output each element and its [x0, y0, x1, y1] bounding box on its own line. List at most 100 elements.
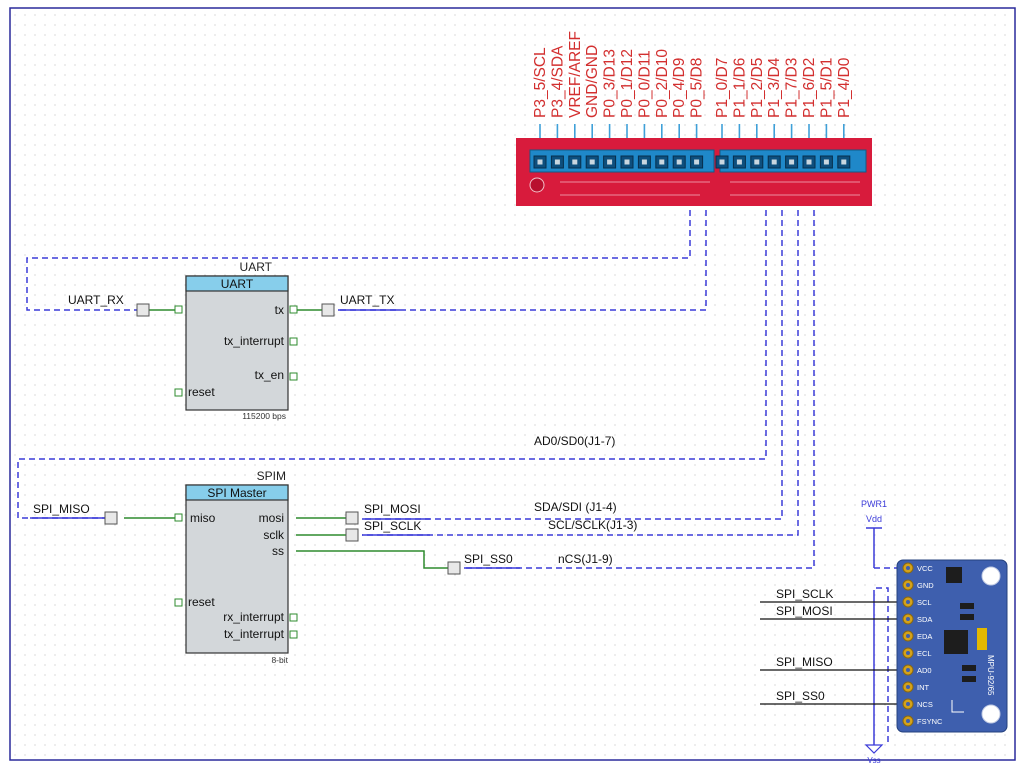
net-label-scl: SCL/SCLK(J1-3): [548, 518, 637, 532]
pin-socket-hole: [554, 159, 560, 165]
net-label-ncs: nCS(J1-9): [558, 552, 613, 566]
sensor-pin-label: GND: [917, 581, 934, 590]
sensor-pin-label: VCC: [917, 564, 933, 573]
sda-route: [362, 210, 783, 520]
spim-pin-sclk: sclk: [263, 528, 285, 542]
ncs-route: [464, 210, 815, 569]
pin-socket-hole: [771, 159, 777, 165]
spim-reset-terminal: [174, 598, 183, 607]
spim-header: [185, 484, 289, 501]
spim-miso-terminal: [174, 513, 183, 522]
sensor-pin-hole: [906, 719, 910, 723]
header-pin-label: GND/GND: [584, 45, 601, 118]
header-pin-label: P1_6/D2: [801, 58, 818, 118]
spim-component[interactable]: SPIM SPI Master miso mosi sclk ss reset …: [174, 469, 298, 665]
sensor-pin-hole: [906, 634, 910, 638]
pin-socket-hole: [694, 159, 700, 165]
uart-tx-route: [338, 210, 707, 311]
pin-socket-hole: [754, 159, 760, 165]
pin-socket-hole: [736, 159, 742, 165]
sensor-pin-hole: [906, 583, 910, 587]
mpu-sensor-module[interactable]: SPI_SCLK SPI_MOSI SPI_MISO SPI_SS0 VCC GND SC…: [760, 559, 1008, 733]
spim-tx-interrupt-terminal: [289, 630, 298, 639]
sensor-model-label: MPU-92/65: [986, 655, 995, 696]
sensor-pin-hole: [906, 668, 910, 672]
sensor-pin-hole: [906, 600, 910, 604]
sensor-axis-icon: [951, 700, 964, 713]
uart-tx-interrupt-terminal: [289, 337, 298, 346]
sensor-pin-label: AD0: [917, 666, 932, 675]
sensor-mount-hole-top: [981, 566, 1001, 586]
header-pin-label: P1_5/D1: [818, 58, 835, 118]
uart-reset-terminal: [174, 388, 183, 397]
spim-bit-width: 8-bit: [271, 655, 288, 665]
header-pin-label: P1_3/D4: [766, 57, 783, 118]
ground-icon: [864, 744, 884, 754]
sensor-wire-label: SPI_MOSI: [776, 604, 833, 618]
uart-component[interactable]: UART UART tx tx_interrupt tx_en reset 11…: [174, 260, 298, 421]
uart-tx-en-terminal: [289, 372, 298, 381]
header-pin-label: P1_7/D3: [784, 58, 801, 118]
sensor-mount-hole-bottom: [981, 704, 1001, 724]
sensor-regulator-icon: [977, 628, 987, 650]
uart-pin-reset: reset: [188, 385, 215, 399]
board-mount-hole: [529, 177, 545, 193]
uart-rx-port-label: UART_RX: [68, 293, 124, 307]
sensor-pin-hole: [906, 617, 910, 621]
port-connectors[interactable]: [104, 303, 461, 575]
gnd-sensor-route: [876, 587, 889, 745]
spim-pin-rx-interrupt: rx_interrupt: [223, 610, 284, 624]
power-ref-label: PWR1: [861, 499, 887, 509]
header-pin-label: VREF/AREF: [567, 31, 584, 118]
uart-baud-rate: 115200 bps: [242, 411, 286, 421]
header-pin-label: P0_3/D13: [602, 49, 619, 118]
sensor-pin-hole: [906, 685, 910, 689]
sensor-pin-hole: [906, 651, 910, 655]
header-pin-label: P0_1/D12: [619, 49, 636, 118]
net-label-ad0: AD0/SD0(J1-7): [534, 434, 615, 448]
vdd-label: Vdd: [866, 514, 882, 524]
pin-socket-hole: [572, 159, 578, 165]
net-label-sda: SDA/SDI (J1-4): [534, 500, 617, 514]
sensor-pin-label: FSYNC: [917, 717, 943, 726]
header-pin-label: P0_0/D11: [636, 50, 653, 118]
spi-sclk-port-label: SPI_SCLK: [364, 519, 421, 533]
pin-sockets: [533, 155, 851, 169]
pin-socket-hole: [589, 159, 595, 165]
uart-pin-tx: tx: [275, 303, 284, 317]
sensor-wire-label: SPI_MISO: [776, 655, 833, 669]
header-pin-label: P0_4/D9: [671, 58, 688, 118]
spim-rx-interrupt-terminal: [289, 613, 298, 622]
uart-tx-port-label: UART_TX: [340, 293, 394, 307]
spi-mosi-port-label: SPI_MOSI: [364, 502, 421, 516]
spim-pin-ss: ss: [272, 544, 284, 558]
sensor-wire-label: SPI_SS0: [776, 689, 825, 703]
header-pin-label: P1_1/D6: [731, 58, 748, 118]
spim-pin-miso: miso: [190, 511, 216, 525]
spim-instance-name: SPIM: [257, 469, 286, 483]
pin-socket-hole: [823, 159, 829, 165]
uart-instance-name: UART: [240, 260, 273, 274]
sensor-pin-label: NCS: [917, 700, 933, 709]
pin-socket-hole: [676, 159, 682, 165]
pin-socket-hole: [719, 159, 725, 165]
sensor-wire-label: SPI_SCLK: [776, 587, 833, 601]
vss-label: Vss: [867, 756, 880, 765]
uart-header: [185, 275, 289, 292]
pin-socket-hole: [806, 159, 812, 165]
pin-socket-hole: [659, 159, 665, 165]
header-pin-label: P3_5/SCL: [532, 47, 549, 118]
header-pin-label: P0_2/D10: [654, 49, 671, 118]
header-pin-label: P1_4/D0: [836, 57, 853, 118]
uart-rx-terminal: [174, 305, 183, 314]
spim-pin-reset: reset: [188, 595, 215, 609]
header-pin-label: P1_2/D5: [749, 58, 766, 118]
power-symbols: PWR1 Vdd Vss: [861, 499, 887, 765]
header-pin-label: P3_4/SDA: [549, 45, 566, 118]
sensor-pin-label: SCL: [917, 598, 932, 607]
uart-pin-tx-interrupt: tx_interrupt: [224, 334, 285, 348]
uart-pin-tx-en: tx_en: [255, 368, 284, 382]
